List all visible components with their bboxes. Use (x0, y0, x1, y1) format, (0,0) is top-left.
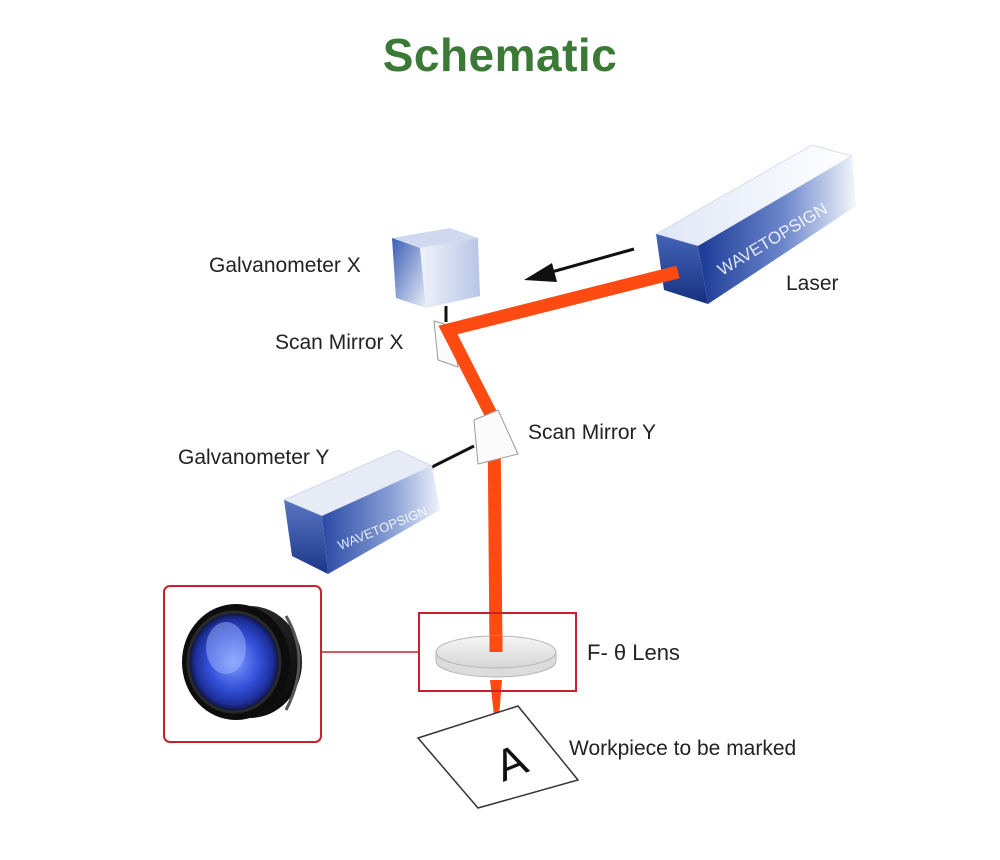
label-galvanometer-y: Galvanometer Y (178, 446, 330, 469)
scan-mirror-y (473, 409, 519, 465)
page-title: Schematic (382, 29, 618, 81)
lens-photo (182, 604, 302, 720)
lens-highlight-frame (321, 612, 577, 692)
laser-beam (438, 265, 680, 653)
label-f-theta-lens: F- θ Lens (587, 640, 680, 665)
label-scan-mirror-x: Scan Mirror X (275, 331, 404, 354)
laser-beam-focus (489, 636, 503, 742)
beam-direction-arrow (524, 247, 635, 282)
label-laser: Laser (786, 272, 839, 295)
workpiece: A (416, 705, 580, 809)
label-galvanometer-x: Galvanometer X (209, 254, 361, 277)
lens-photo-inset (163, 585, 322, 743)
label-scan-mirror-y: Scan Mirror Y (528, 421, 656, 444)
label-workpiece: Workpiece to be marked (569, 737, 797, 760)
galvanometer-x-box (392, 228, 480, 322)
